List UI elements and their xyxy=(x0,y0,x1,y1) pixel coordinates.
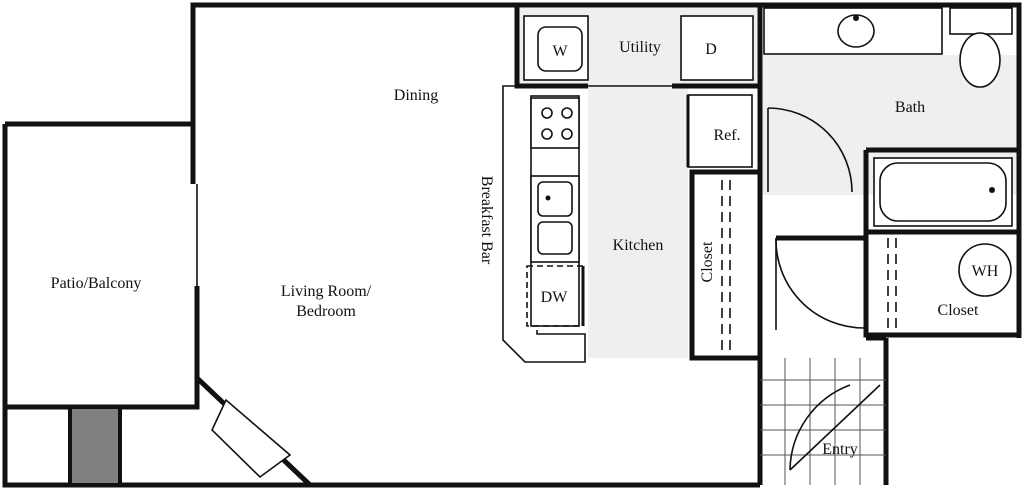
stove-icon xyxy=(530,97,580,149)
wall-hall-closet xyxy=(689,169,760,361)
wall-patio-left-bottom xyxy=(2,124,760,488)
label-patio: Patio/Balcony xyxy=(51,275,142,292)
door-swing-icon xyxy=(767,107,853,193)
washer-door-icon xyxy=(537,26,583,72)
label-closet-bath: Closet xyxy=(938,302,979,319)
label-washer: W xyxy=(552,43,568,60)
refrigerator-box xyxy=(687,94,753,168)
door-swing-icon xyxy=(211,398,292,479)
label-dishwasher: DW xyxy=(541,289,569,306)
sink-icon xyxy=(530,175,580,263)
kitchen-floor xyxy=(588,86,688,358)
dryer-box xyxy=(680,15,754,81)
label-living-line2: Bedroom xyxy=(296,303,356,320)
label-entry: Entry xyxy=(822,441,858,458)
sink-icon xyxy=(837,14,875,48)
label-refrigerator: Ref. xyxy=(713,127,740,144)
label-water-heater: WH xyxy=(972,263,999,280)
door-swing-icon xyxy=(789,384,881,471)
wall-bath-closet xyxy=(863,232,1019,338)
closet-shelves xyxy=(721,180,897,350)
label-dining: Dining xyxy=(394,87,438,104)
water-heater-circle xyxy=(958,243,1012,297)
breakfast-bar-counter xyxy=(502,85,586,363)
label-breakfast-bar: Breakfast Bar xyxy=(478,176,495,265)
label-bath: Bath xyxy=(895,99,925,116)
label-utility: Utility xyxy=(619,39,661,56)
bathtub-icon xyxy=(873,157,1013,227)
wall-top xyxy=(190,2,1022,338)
label-kitchen: Kitchen xyxy=(613,237,664,254)
tile-grid-icon xyxy=(760,358,886,485)
label-closet-main: Closet xyxy=(699,241,716,282)
wall-patio-bottom xyxy=(5,378,200,410)
toilet-icon xyxy=(949,7,1013,88)
label-living-line1: Living Room/ xyxy=(281,283,372,300)
door-swing-icon xyxy=(775,237,865,330)
patio-column xyxy=(68,405,122,487)
label-dryer: D xyxy=(705,41,717,58)
